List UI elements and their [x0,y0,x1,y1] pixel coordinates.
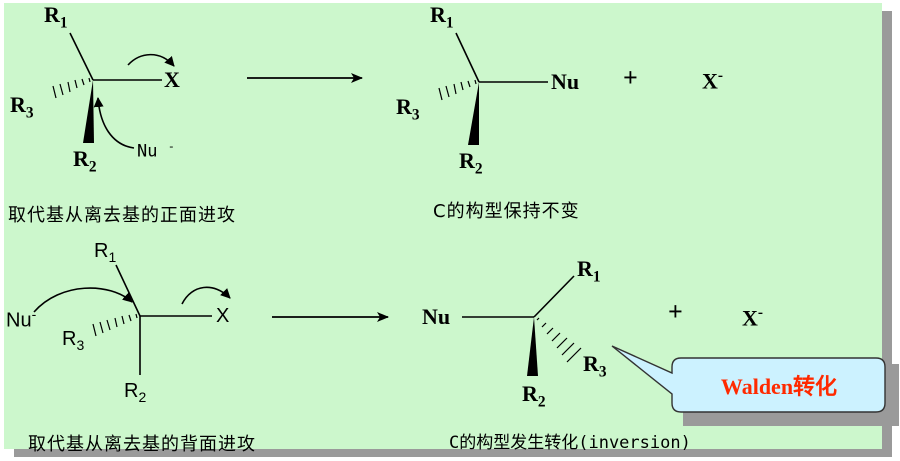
top-reactant-r3: R3 [10,92,34,122]
top-product-wedge-bond [468,82,479,145]
walden-callout-text: Walden转化 [720,374,838,399]
top-reactant-nucleophile: Nu - [137,139,175,162]
top-product-r1: R1 [430,2,454,32]
bottom-reactant-r3: R3 [62,328,85,353]
bottom-reactant-x: X [216,305,230,327]
bottom-product-nu: Nu [422,304,451,329]
bottom-product-bonds [462,275,575,318]
top-reactant-x: X [164,67,180,92]
top-product-hashed-bond [438,79,477,101]
bottom-product-wedge-bond [527,317,538,376]
callout-bubble [611,345,886,413]
bottom-product-r2: R2 [522,381,546,411]
top-reactant-r2: R2 [73,146,97,176]
bottom-product-plus: + [668,297,683,326]
bottom-caption-left: 取代基从离去基的背面进攻 [28,434,256,455]
top-reactant-r1: R1 [44,2,68,32]
bottom-reactant-hashed-bond [92,313,138,337]
top-product-plus: + [623,63,638,92]
top-product-leaving-group: X- [702,67,724,94]
top-product-bonds [455,32,548,83]
bottom-product-r1: R1 [577,256,601,286]
top-reactant-hashed-bond [52,77,91,99]
bottom-leaving-arrow [181,286,231,305]
top-product-r2: R2 [459,148,483,178]
top-attack-arrow [93,97,135,149]
top-product-r3: R3 [396,94,420,124]
bottom-reactant-bonds [115,264,212,375]
top-product-nu: Nu [551,69,580,94]
bottom-caption-right: C的构型发生转化(inversion) [449,433,691,453]
top-caption-right: C的构型保持不变 [433,201,580,222]
bottom-reactant-nucleophile: Nu- [6,306,37,332]
bottom-product-leaving-group: X- [742,304,764,331]
top-reactant-wedge-bond [83,80,94,143]
top-leaving-arrow [127,53,175,67]
bottom-product-r3: R3 [583,351,607,381]
bottom-reactant-r1: R1 [94,240,117,265]
top-caption-left: 取代基从离去基的正面进攻 [8,205,236,226]
bottom-attack-arrow [33,287,133,313]
top-reactant-bonds [69,32,162,81]
bottom-reactant-r2: R2 [124,380,147,405]
bottom-product-hashed-bond [536,317,582,363]
